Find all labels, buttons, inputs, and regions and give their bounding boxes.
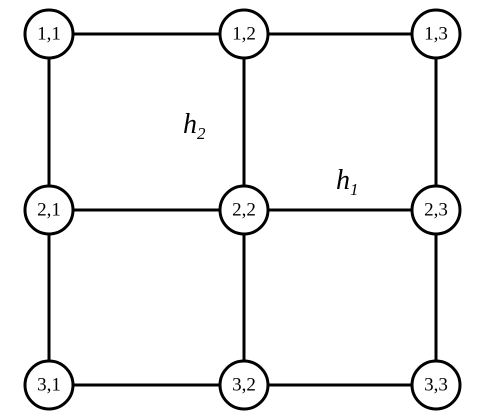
node-label: 3,2	[232, 375, 256, 396]
edge-label-h1-base: h	[336, 165, 350, 196]
node-3-1: 3,1	[23, 359, 75, 411]
node-label: 2,1	[37, 200, 61, 221]
node-label: 2,3	[424, 200, 448, 221]
edge-label-h2-sub: 2	[197, 124, 206, 143]
edge-labels-layer: h2 h1	[183, 109, 359, 199]
node-circle	[218, 8, 270, 60]
node-circle	[218, 359, 270, 411]
node-circle	[218, 184, 270, 236]
node-1-1: 1,1	[23, 8, 75, 60]
node-2-1: 2,1	[23, 184, 75, 236]
edge-label-h1: h1	[336, 165, 359, 199]
node-label: 3,1	[37, 375, 61, 396]
node-circle	[23, 359, 75, 411]
node-3-3: 3,3	[410, 359, 462, 411]
node-1-2: 1,2	[218, 8, 270, 60]
node-circle	[23, 8, 75, 60]
node-label: 1,3	[424, 24, 448, 45]
node-1-3: 1,3	[410, 8, 462, 60]
node-3-2: 3,2	[218, 359, 270, 411]
edge-label-h2: h2	[183, 109, 206, 143]
node-circle	[23, 184, 75, 236]
node-2-3: 2,3	[410, 184, 462, 236]
node-label: 1,1	[37, 24, 61, 45]
node-circle	[410, 359, 462, 411]
node-label: 1,2	[232, 24, 256, 45]
edge-label-h1-sub: 1	[350, 180, 359, 199]
node-circle	[410, 8, 462, 60]
node-circle	[410, 184, 462, 236]
edge-label-h2-base: h	[183, 109, 197, 140]
node-2-2: 2,2	[218, 184, 270, 236]
edges-layer	[47, 32, 438, 387]
node-label: 2,2	[232, 200, 256, 221]
nodes-layer: 1,1 1,2 1,3 2,1 2,2 2,3 3,1 3,2 3,3	[23, 8, 462, 411]
node-label: 3,3	[424, 375, 448, 396]
